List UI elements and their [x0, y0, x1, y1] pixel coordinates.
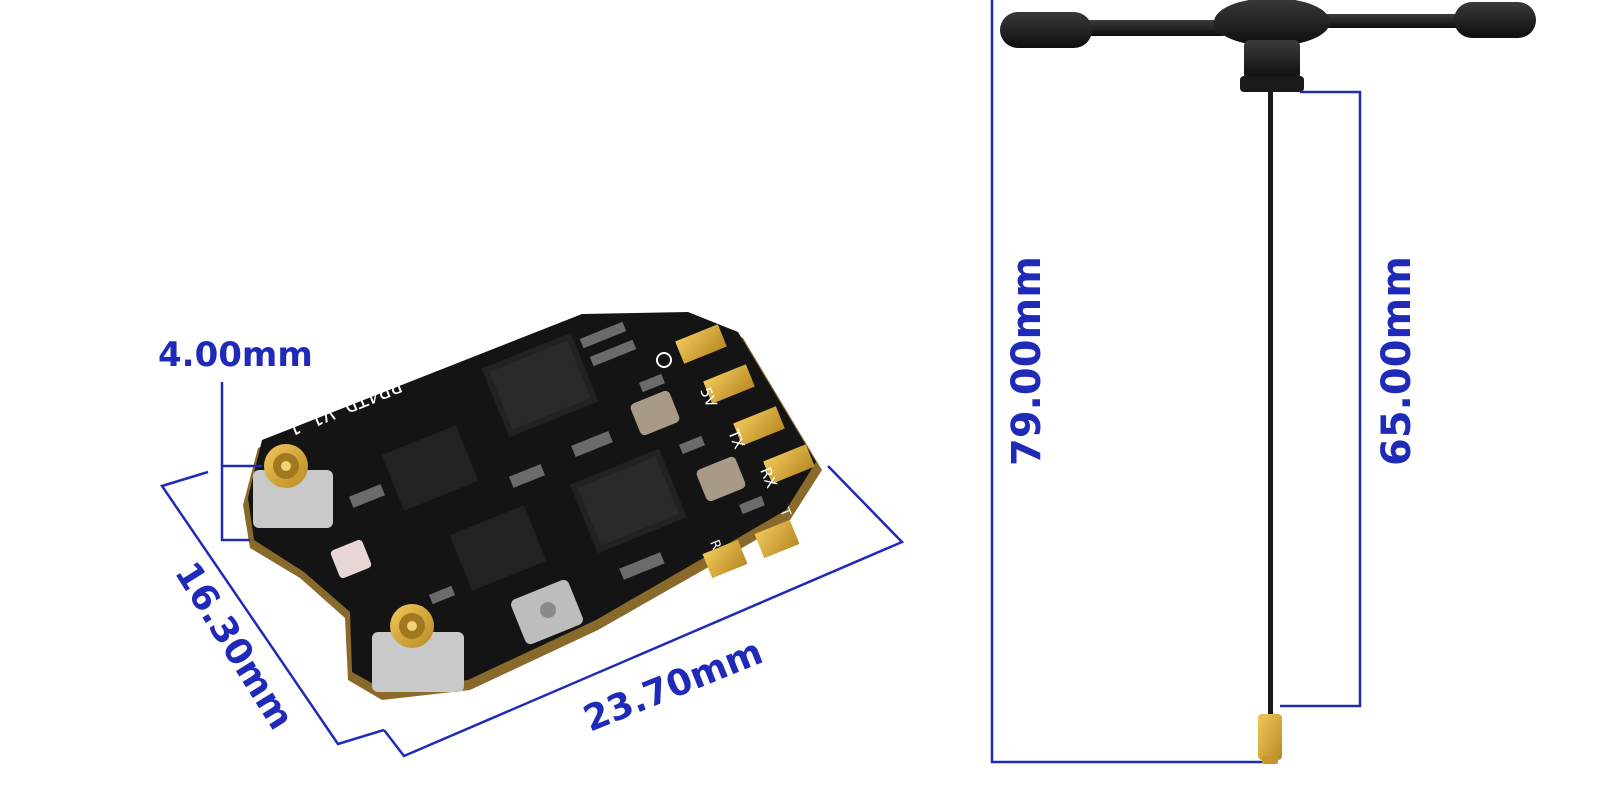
ufl-connector-bottom	[372, 604, 464, 692]
chip-1	[481, 332, 599, 438]
passive-components	[348, 321, 765, 605]
chip-2	[381, 425, 479, 511]
antenna-ufl-plug	[1258, 714, 1282, 760]
crystal-1	[630, 390, 680, 436]
antenna-left-arm	[1080, 20, 1230, 36]
antenna-neck	[1244, 40, 1300, 80]
antenna-right-tip	[1454, 2, 1536, 38]
antenna-right-arm	[1320, 14, 1470, 28]
label-board-width: 16.30mm	[166, 555, 301, 737]
label-antenna-total: 79.00mm	[1004, 256, 1050, 466]
dim-line-board-length	[383, 465, 905, 758]
antenna-cable	[1268, 92, 1273, 718]
crystal-2	[696, 456, 746, 502]
label-board-length: 23.70mm	[578, 632, 769, 741]
antenna-hub	[1214, 0, 1330, 46]
label-antenna-offset: 4.00mm	[158, 335, 313, 375]
ufl-connector-top	[253, 444, 333, 528]
label-antenna-cable: 65.00mm	[1374, 256, 1420, 466]
solder-pads	[675, 324, 815, 579]
dim-line-board-width	[160, 470, 385, 746]
board-dimension-lines	[160, 382, 905, 758]
antenna-left-tip	[1000, 12, 1092, 48]
chip-3	[570, 448, 687, 554]
dim-line-antenna-cable	[1280, 90, 1362, 708]
bind-button	[511, 579, 583, 645]
chip-4	[449, 505, 547, 591]
antenna-dimension-lines	[990, 0, 1362, 764]
t-antenna	[1000, 0, 1536, 764]
dim-line-antenna-total	[990, 0, 1262, 764]
dim-line-antenna-offset	[220, 382, 250, 542]
status-led	[330, 539, 372, 579]
receiver-board: RP4TD_V1.1 5V TX RX R T	[243, 312, 822, 700]
pad-marker-circle	[656, 352, 672, 368]
